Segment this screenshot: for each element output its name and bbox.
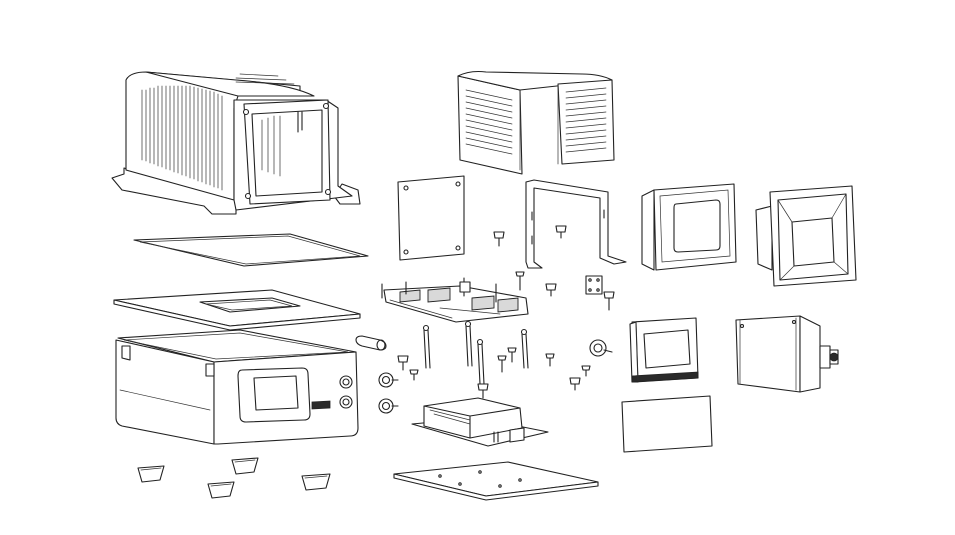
display-module-part [630,318,698,382]
cylinder-part [356,336,386,350]
circuit-board-part [382,278,528,322]
standoff-screws [398,322,590,399]
u-bracket-part [526,180,626,268]
heatsink-fins [142,86,280,190]
base-plate-part [394,462,598,500]
main-enclosure-part [116,330,358,444]
display-bezel-part [642,184,736,270]
louver-slots [466,88,606,154]
transformer-board-part [412,398,548,446]
shield-plate-part [114,290,360,330]
louvered-cover-part [458,72,614,175]
heatsink-cover-part [112,72,360,214]
mount-plate-small [586,276,602,294]
cover-plate-part [398,176,464,260]
cap-box-part [736,316,838,392]
horn-bezel-part [756,186,856,286]
rubber-feet-part [138,458,330,498]
gasket-plate-part [134,234,368,266]
small-screws-upper [494,226,614,310]
display-lens-part [622,396,712,452]
connector-nuts [379,340,612,413]
